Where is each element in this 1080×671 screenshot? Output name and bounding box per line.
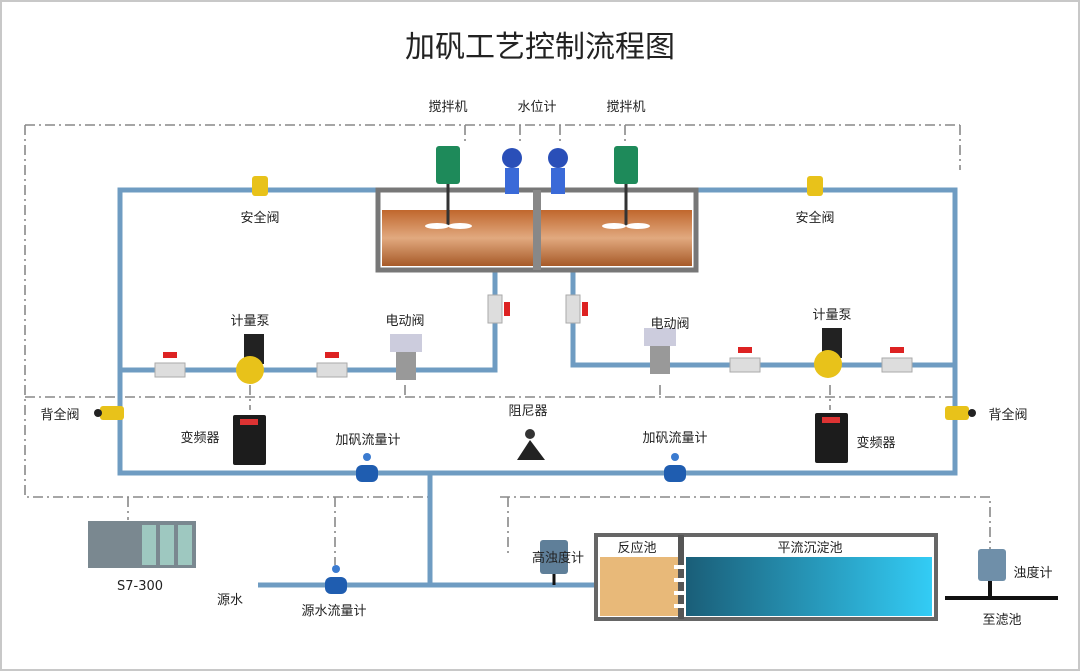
back-valve-right — [945, 406, 976, 420]
mixer-right — [602, 146, 650, 229]
to-filter-label: 至滤池 — [982, 613, 1021, 628]
plc-label: S7-300 — [117, 579, 163, 594]
back-valve-left-label: 背全阀 — [40, 407, 79, 423]
high-turbidity-meter — [540, 540, 568, 585]
electric-valve-right — [644, 328, 676, 374]
safety-valve-left-label: 安全阀 — [240, 210, 279, 226]
plc-s7-300 — [88, 521, 196, 568]
safety-valve-right — [807, 176, 823, 196]
mixer-left-label: 搅拌机 — [428, 99, 467, 115]
inverter-left-label: 变频器 — [180, 430, 219, 446]
flowmeter-left-label: 加矾流量计 — [335, 433, 400, 448]
inverter-right — [815, 413, 848, 463]
raw-water-label: 源水 — [217, 593, 243, 608]
flowmeter-left — [356, 453, 378, 482]
metering-pump-left — [236, 334, 264, 384]
level-meters — [502, 148, 568, 194]
electric-valve-right-label: 电动阀 — [650, 317, 689, 332]
raw-water-flowmeter-label: 源水流量计 — [301, 604, 366, 619]
dosing-tank — [375, 187, 699, 273]
inverter-right-label: 变频器 — [856, 435, 895, 451]
safety-valve-left — [252, 176, 268, 196]
damper-label: 阻尼器 — [508, 404, 547, 419]
high-turbidity-meter-label: 高浊度计 — [532, 550, 584, 566]
metering-pump-right-label: 计量泵 — [812, 308, 851, 323]
back-valve-left — [94, 406, 124, 420]
sedimentation-tank-label: 平流沉淀池 — [777, 541, 842, 556]
basin — [594, 533, 938, 621]
mixer-right-label: 搅拌机 — [606, 99, 645, 115]
turbidity-meter-label: 浊度计 — [1013, 565, 1052, 581]
mixer-left — [425, 146, 472, 229]
diagram-title: 加矾工艺控制流程图 — [405, 30, 675, 65]
turbidity-meter — [978, 549, 1006, 581]
electric-valve-left-label: 电动阀 — [385, 314, 424, 329]
raw-water-flowmeter — [325, 565, 347, 594]
ball-valves — [154, 294, 913, 378]
damper — [517, 429, 545, 460]
metering-pump-right — [814, 328, 842, 378]
back-valve-right-label: 背全阀 — [988, 407, 1027, 423]
metering-pump-left-label: 计量泵 — [230, 314, 269, 329]
flowmeter-right — [664, 453, 686, 482]
electric-valve-left — [390, 334, 422, 380]
inverter-left — [233, 415, 266, 465]
flowmeter-right-label: 加矾流量计 — [642, 431, 707, 446]
reaction-tank-label: 反应池 — [617, 540, 656, 556]
safety-valve-right-label: 安全阀 — [795, 210, 834, 226]
control-signal-lines — [24, 124, 991, 565]
level-meter-label: 水位计 — [517, 100, 556, 115]
